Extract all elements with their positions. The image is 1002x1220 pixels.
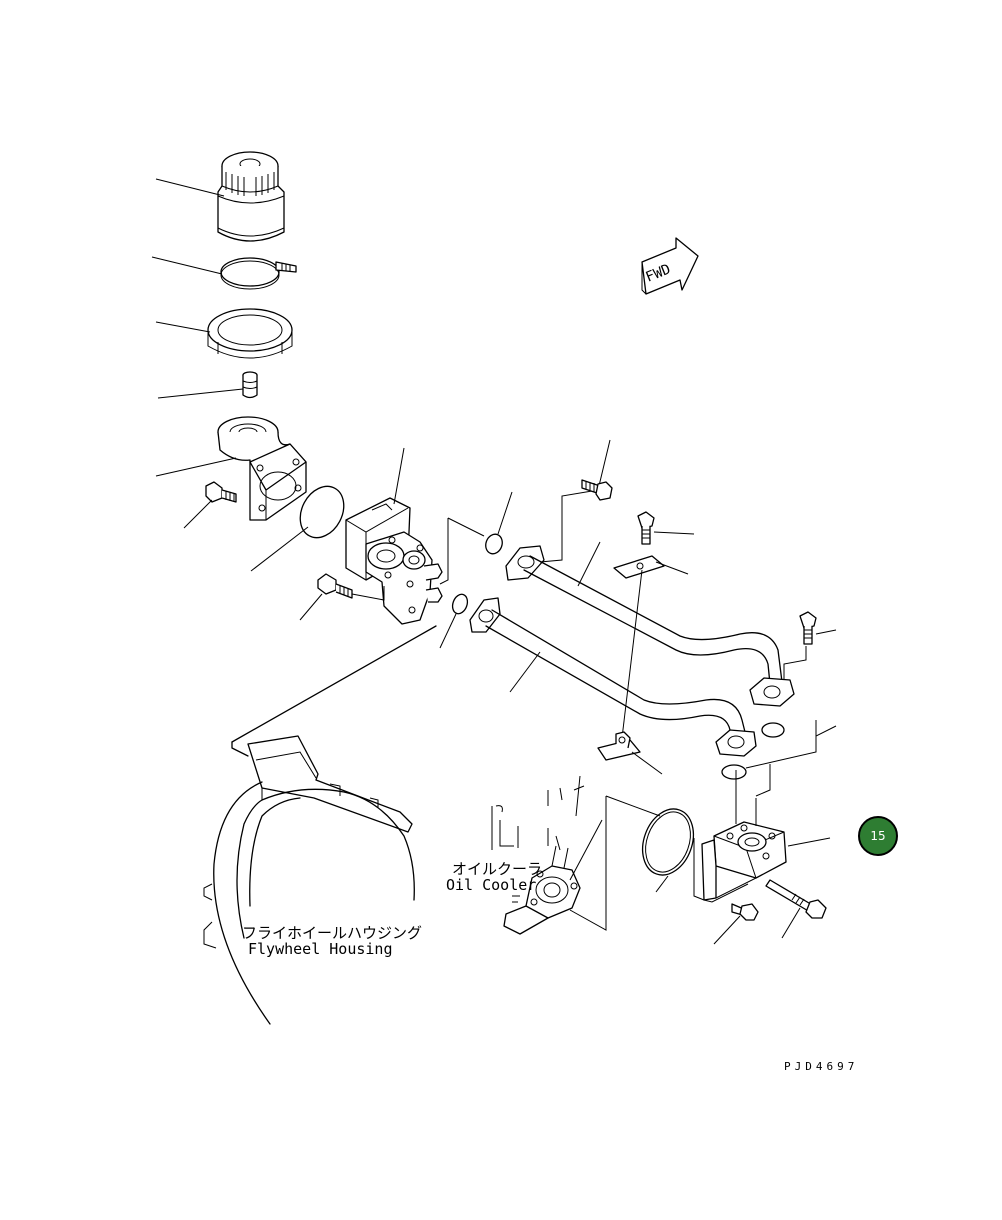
filter-head-bracket[interactable] [217,416,307,521]
oil-cooler-label-en: Oil Cooler [446,876,536,894]
o-ring[interactable] [721,764,747,780]
callout-badge-15[interactable]: 15 [858,816,898,856]
leader-line [155,457,237,477]
leader-line [655,875,669,893]
leader-line [151,256,223,275]
leader-line [539,439,611,563]
lower-oil-pipe[interactable] [469,597,757,757]
pipe-clip-bracket[interactable] [597,731,641,761]
bolt[interactable] [317,573,353,599]
clamp-ring[interactable] [220,257,297,290]
leader-line [781,907,801,939]
oil-filter-cartridge[interactable] [217,151,285,242]
leader-line [509,651,541,693]
leader-line [351,586,385,601]
leader-line [155,178,225,197]
bolt[interactable] [731,903,759,921]
leader-line [693,838,705,901]
flywheel-housing-label-en: Flywheel Housing [248,940,393,958]
bolt[interactable] [581,479,613,501]
leader-line [250,526,309,572]
leader-line [439,517,485,585]
long-bolt[interactable] [765,879,827,919]
leader-line [621,569,643,739]
filter-case-ring[interactable] [207,308,293,359]
oil-cooler [491,775,585,935]
pipe-adapter-block[interactable] [345,497,443,625]
leader-line [787,837,831,847]
bolt[interactable] [799,611,817,645]
leader-line [155,321,211,333]
leader-line [815,629,837,635]
oil-cooler-label-jp: オイルクーラ [452,860,542,878]
leader-line [783,646,807,680]
leader-line [439,613,457,649]
upper-oil-pipe[interactable] [505,545,795,707]
leader-line [183,499,213,529]
bolt[interactable] [205,481,237,503]
outlet-flange[interactable] [701,821,787,903]
drawing-code: PJD4697 [784,1060,858,1073]
leader-line [655,561,689,575]
o-ring[interactable] [450,592,470,616]
leader-line [577,541,601,587]
large-o-ring[interactable] [634,802,702,882]
flywheel-housing [203,625,437,1025]
leader-line [745,725,837,769]
gasket[interactable] [292,479,353,545]
leader-line [569,819,603,881]
leader-line [755,764,771,797]
leader-line [569,795,661,931]
bolt[interactable] [637,511,655,545]
o-ring[interactable] [761,722,785,738]
leader-line [157,388,244,399]
leader-line [299,593,323,621]
leader-line [713,915,741,945]
flywheel-housing-label-jp: フライホイールハウジング [242,924,422,942]
fwd-arrow: FWD [641,237,699,295]
leader-line [631,751,663,775]
leader-line [393,447,405,505]
pipe-clip-bracket[interactable] [613,555,665,579]
leader-line [653,531,695,535]
o-ring[interactable] [483,532,505,556]
callout-badge-number: 15 [870,829,885,843]
center-stud[interactable] [242,371,258,399]
leader-line [497,491,513,535]
